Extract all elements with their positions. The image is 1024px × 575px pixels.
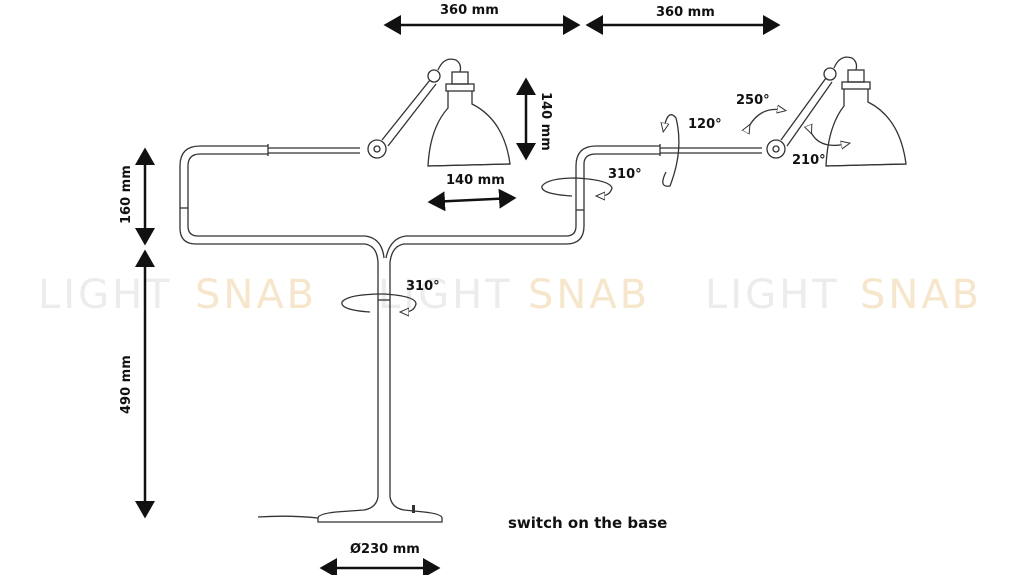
watermark: LIGHT SNAB LIGHT SNAB LIGHT SNAB	[38, 272, 982, 318]
label-elbow-rotation: 310°	[608, 167, 642, 182]
lamp-frame	[179, 144, 762, 523]
rotation-indicators	[341, 109, 846, 312]
label-arm-right-length: 360 mm	[656, 5, 715, 20]
dimension-lines	[135, 15, 781, 575]
label-base-diameter: Ø230 mm	[350, 542, 420, 557]
dim-arrow-shade-width	[427, 188, 517, 212]
label-shade-width: 140 mm	[446, 173, 505, 188]
lamp-head-right	[766, 56, 907, 167]
label-stem-height: 490 mm	[119, 355, 134, 414]
watermark-snab-1: SNAB	[195, 272, 317, 318]
watermark-light-1: LIGHT	[38, 272, 173, 318]
watermark-snab-3: SNAB	[860, 272, 982, 318]
rotation-arrow-shade	[810, 130, 846, 145]
label-stem-rotation: 310°	[406, 279, 440, 294]
label-upper-height: 160 mm	[119, 165, 134, 224]
label-joint-angle: 250°	[736, 93, 770, 108]
watermark-light-3: LIGHT	[705, 272, 840, 318]
rotation-arrow-elbow	[541, 177, 613, 196]
label-arm-left-length: 360 mm	[440, 3, 499, 18]
rotation-arrow-stem	[341, 293, 417, 312]
rotation-arrow-arm	[663, 114, 680, 187]
switch-note: switch on the base	[508, 514, 667, 532]
label-shade-height: 140 mm	[538, 92, 553, 151]
label-shade-tilt: 210°	[792, 153, 826, 168]
lamp-head-left	[367, 58, 511, 167]
label-arm-rotation: 120°	[688, 117, 722, 132]
rotation-arrow-joint	[748, 109, 782, 128]
watermark-snab-2: SNAB	[528, 272, 650, 318]
